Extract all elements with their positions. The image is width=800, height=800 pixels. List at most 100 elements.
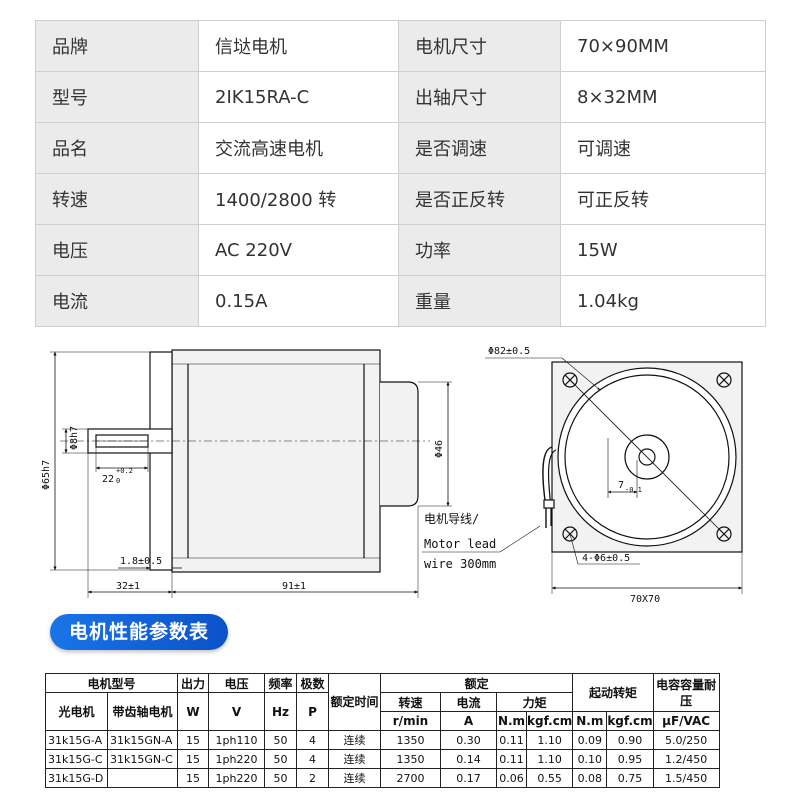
spec-label: 是否正反转 [398, 173, 561, 225]
cell-gear: 31k15GN-A [107, 730, 178, 750]
front-view [485, 357, 743, 594]
dim-d82: Φ82±0.5 [488, 346, 530, 357]
cell-torque-nm: 0.06 [496, 768, 527, 788]
cell-speed: 2700 [380, 768, 441, 788]
cell-frequency: 50 [264, 730, 297, 750]
lead-label-cn: 电机导线/ [424, 512, 479, 526]
cell-torque-kgf: 1.10 [525, 730, 574, 750]
cell-optical: 31k15G-A [45, 730, 108, 750]
spec-label: 电机尺寸 [398, 20, 561, 72]
cell-capacitor: 1.2/450 [652, 749, 720, 769]
header-unit-start-kgf: kgf.cm [606, 711, 654, 731]
cell-start-nm: 0.10 [572, 749, 608, 769]
header-current: 电流 [440, 692, 497, 712]
cell-voltage: 1ph110 [208, 730, 265, 750]
spec-label: 功率 [398, 224, 561, 276]
dim-key-tol-lower: 0 [116, 477, 120, 485]
spec-row: 品牌 信垯电机 电机尺寸 70×90MM [35, 20, 766, 72]
cell-frequency: 50 [264, 768, 297, 788]
cell-poles: 4 [296, 749, 329, 769]
cell-power: 15 [177, 749, 209, 769]
front-flange [149, 351, 173, 571]
perf-header-row-3: r/min A N.m kgf.cm N.m kgf.cm μF/VAC [46, 711, 720, 731]
cell-capacitor: 1.5/450 [652, 768, 720, 788]
spec-label: 是否调速 [398, 122, 561, 174]
spec-label: 品牌 [35, 20, 199, 72]
cell-current: 0.30 [440, 730, 497, 750]
side-view-labels: Φ65h7 Φ8h7 22 +0.2 0 Φ46 1.8±0.5 32±1 91… [41, 426, 496, 592]
motor-dimension-drawing: Φ65h7 Φ8h7 22 +0.2 0 Φ46 1.8±0.5 32±1 91… [41, 346, 743, 605]
cell-poles: 4 [296, 730, 329, 750]
spec-label: 品名 [35, 122, 199, 174]
cell-capacitor: 5.0/250 [652, 730, 720, 750]
lead-label-en-1: Motor lead [424, 537, 496, 551]
cell-current: 0.17 [440, 768, 497, 788]
spec-value: 2IK15RA-C [198, 71, 399, 123]
cell-torque-nm: 0.11 [496, 730, 527, 750]
header-gear-motor: 带齿轴电机 [107, 692, 178, 731]
dim-square-size: 70X70 [630, 594, 660, 605]
spec-row: 品名 交流高速电机 是否调速 可调速 [35, 122, 766, 174]
header-unit-w: W [177, 692, 209, 731]
spec-value: 8×32MM [560, 71, 766, 123]
dim-shaft-length: 32±1 [116, 581, 140, 592]
header-power: 出力 [177, 673, 209, 693]
dim-mounting-holes: 4-Φ6±0.5 [582, 553, 630, 564]
cell-start-nm: 0.09 [572, 730, 608, 750]
lead-underline [422, 525, 541, 553]
header-unit-p: P [296, 692, 329, 731]
dim-d46: Φ46 [434, 440, 445, 458]
cell-speed: 1350 [380, 730, 441, 750]
header-torque: 力矩 [495, 692, 574, 712]
cell-rated-time: 连续 [328, 768, 381, 788]
perf-header-row-1: 电机型号 出力 电压 频率 极数 额定时间 额定 起动转矩 电容容量耐压 [45, 673, 720, 731]
table-row: 31k15G-A 31k15GN-A 15 1ph110 50 4 连续 135… [45, 730, 720, 750]
spec-label: 型号 [35, 71, 199, 123]
cell-rated-time: 连续 [328, 749, 381, 769]
cell-start-kgf: 0.95 [606, 749, 654, 769]
spec-label: 转速 [35, 173, 199, 225]
table-row: 31k15G-C 31k15GN-C 15 1ph220 50 4 连续 135… [45, 749, 720, 769]
header-unit-ufvac: μF/VAC [652, 711, 720, 731]
cell-current: 0.14 [440, 749, 497, 769]
header-unit-v: V [208, 692, 265, 731]
dim-key-length: 22 [102, 474, 114, 485]
spec-value: 信垯电机 [198, 20, 399, 72]
dim-key-width-tol: -0.1 [625, 486, 642, 494]
cell-voltage: 1ph220 [208, 749, 265, 769]
header-voltage: 电压 [208, 673, 265, 693]
spec-value: 可正反转 [560, 173, 766, 225]
cell-speed: 1350 [380, 749, 441, 769]
cell-torque-kgf: 0.55 [525, 768, 574, 788]
cell-start-kgf: 0.90 [606, 730, 654, 750]
spec-value: 交流高速电机 [198, 122, 399, 174]
cell-voltage: 1ph220 [208, 768, 265, 788]
spec-row: 电压 AC 220V 功率 15W [35, 224, 766, 276]
header-unit-a: A [440, 711, 497, 731]
spec-value: 可调速 [560, 122, 766, 174]
dim-key-tol-upper: +0.2 [116, 467, 133, 475]
cell-torque-kgf: 1.10 [525, 749, 574, 769]
front-view-labels: Φ82±0.5 7 -0.1 4-Φ6±0.5 70X70 [488, 346, 660, 605]
spec-label: 出轴尺寸 [398, 71, 561, 123]
cell-optical: 31k15G-D [45, 768, 108, 788]
header-unit-kgf: kgf.cm [525, 711, 574, 731]
performance-table-title-text: 电机性能参数表 [68, 621, 209, 643]
cell-start-nm: 0.08 [572, 768, 608, 788]
dim-flange: 1.8±0.5 [120, 556, 162, 567]
lead-label-en-2: wire 300mm [424, 557, 496, 571]
spec-table: 品牌 信垯电机 电机尺寸 70×90MM 型号 2IK15RA-C 出轴尺寸 8… [35, 20, 766, 327]
header-capacitor: 电容容量耐压 [652, 673, 720, 712]
cell-poles: 2 [296, 768, 329, 788]
performance-table: 电机型号 出力 电压 频率 极数 额定时间 额定 起动转矩 电容容量耐压 光电机… [45, 673, 720, 788]
header-speed: 转速 [380, 692, 441, 712]
spec-value: 15W [560, 224, 766, 276]
header-unit-hz: Hz [264, 692, 297, 731]
table-row: 31k15G-D 15 1ph220 50 2 连续 2700 0.17 0.0… [45, 768, 720, 788]
header-poles: 极数 [296, 673, 329, 693]
cell-frequency: 50 [264, 749, 297, 769]
header-start-torque: 起动转矩 [572, 673, 654, 712]
header-optical-motor: 光电机 [45, 692, 108, 731]
spec-row: 电流 0.15A 重量 1.04kg [35, 275, 766, 327]
cell-rated-time: 连续 [328, 730, 381, 750]
